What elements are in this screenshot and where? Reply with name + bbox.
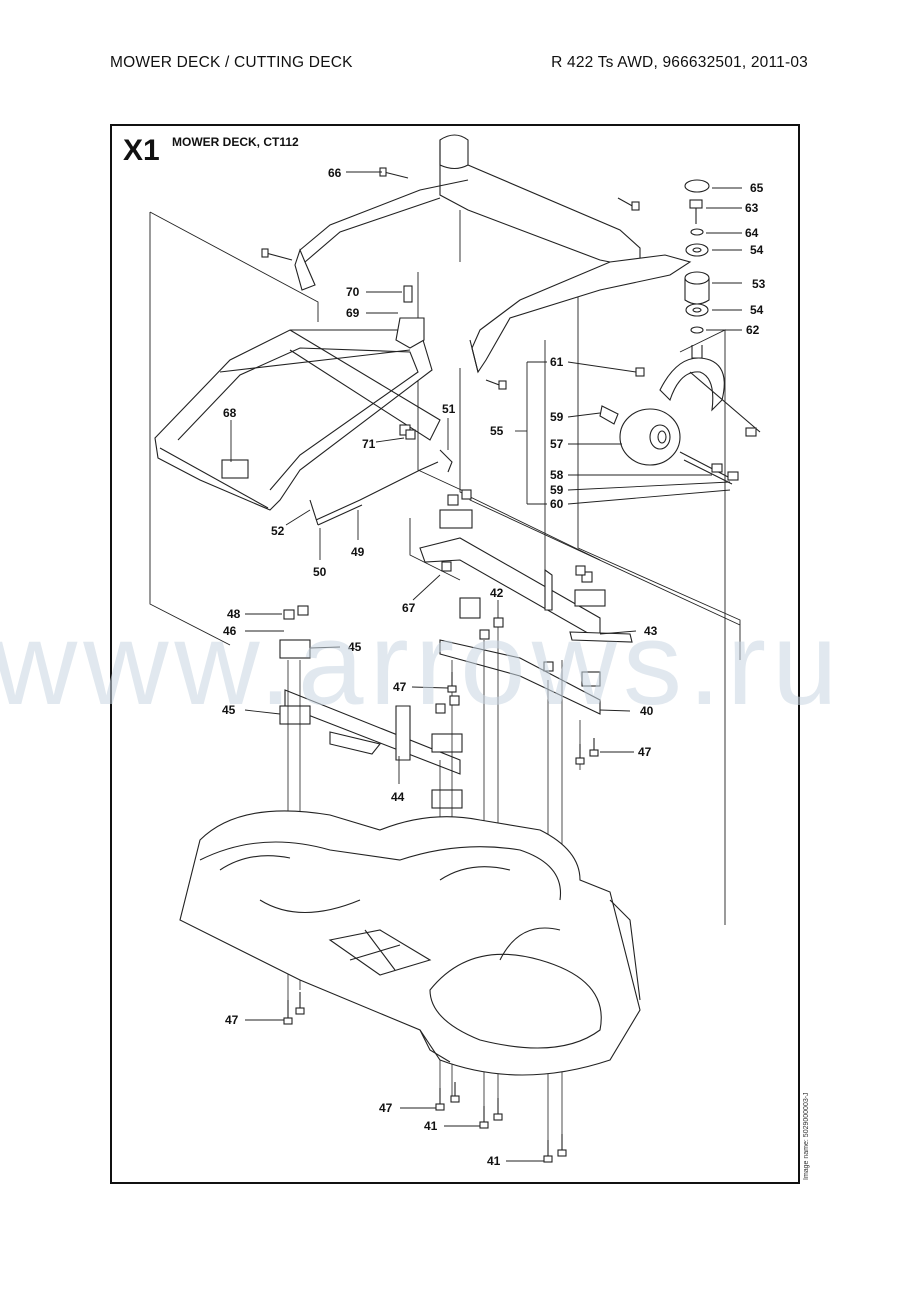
label-47-left: 47: [225, 1013, 239, 1027]
label-54-upper: 54: [750, 243, 764, 257]
bag-frame-68: [154, 285, 441, 511]
caster-stack: [599, 179, 761, 485]
label-62: 62: [746, 323, 760, 337]
bottom-bolts: [283, 672, 599, 1163]
label-66: 66: [328, 166, 342, 180]
label-45-lower: 45: [222, 703, 236, 717]
label-69: 69: [346, 306, 360, 320]
label-42: 42: [490, 586, 504, 600]
image-name: Image name: 5029000003-J: [803, 1092, 810, 1180]
label-55: 55: [490, 424, 504, 438]
label-57: 57: [550, 437, 564, 451]
section-id: X1: [123, 134, 160, 167]
label-41-upper: 41: [424, 1119, 438, 1133]
label-65: 65: [750, 181, 764, 195]
label-53: 53: [752, 277, 766, 291]
label-40: 40: [640, 704, 654, 718]
watermark-text: www.arrows.ru: [0, 598, 844, 730]
label-61: 61: [550, 355, 564, 369]
bolt-66: [261, 167, 640, 390]
label-63: 63: [745, 201, 759, 215]
label-60: 60: [550, 497, 564, 511]
label-68: 68: [223, 406, 237, 420]
label-59-upper: 59: [550, 410, 564, 424]
section-title: MOWER DECK, CT112: [172, 135, 299, 149]
label-70: 70: [346, 285, 360, 299]
label-51: 51: [442, 402, 456, 416]
header-model-info: R 422 Ts AWD, 966632501, 2011-03: [551, 54, 808, 71]
header-title: MOWER DECK / CUTTING DECK: [110, 54, 353, 71]
axle-assembly: [279, 494, 633, 809]
control-rods: [309, 449, 453, 526]
label-48: 48: [227, 607, 241, 621]
label-64: 64: [745, 226, 759, 240]
leader-lines: [230, 171, 742, 1162]
label-58: 58: [550, 468, 564, 482]
label-59-lower: 59: [550, 483, 564, 497]
label-54-lower: 54: [750, 303, 764, 317]
lift-frame: [294, 134, 692, 374]
nuts: [283, 429, 586, 714]
label-67: 67: [402, 601, 416, 615]
label-49: 49: [351, 545, 365, 559]
label-47-middle: 47: [393, 680, 407, 694]
label-50: 50: [313, 565, 327, 579]
part-labels: 66 65 63 64 54 53 54 62 70 69 68 71 51 6…: [222, 166, 766, 1168]
label-45-upper: 45: [348, 640, 362, 654]
mower-deck-housing: [179, 810, 641, 1076]
label-41-lower: 41: [487, 1154, 501, 1168]
diagram-frame: [110, 124, 800, 1184]
label-44: 44: [391, 790, 405, 804]
label-47-right: 47: [638, 745, 652, 759]
label-71: 71: [362, 437, 376, 451]
label-46: 46: [223, 624, 237, 638]
label-43: 43: [644, 624, 658, 638]
label-47-bottom: 47: [379, 1101, 393, 1115]
label-52: 52: [271, 524, 285, 538]
